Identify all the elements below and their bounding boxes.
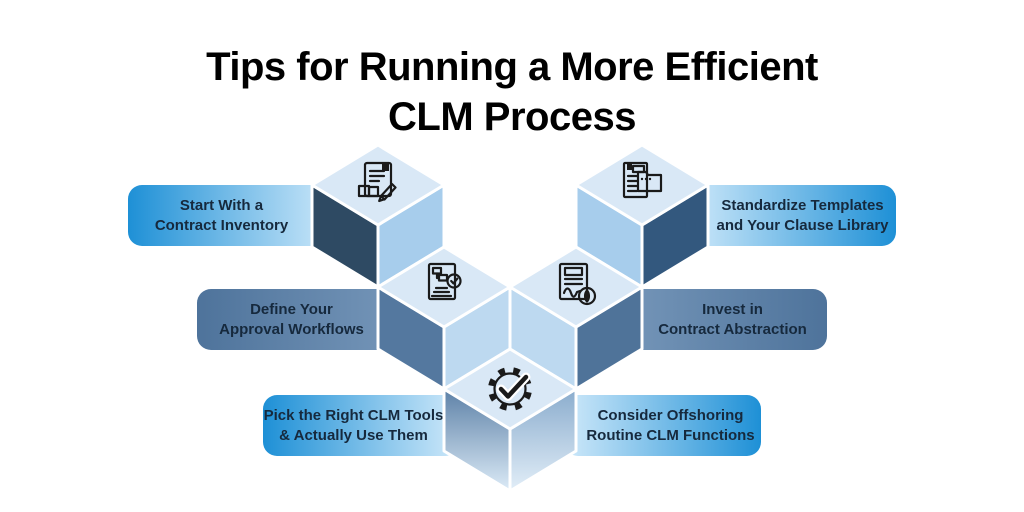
page-title: Tips for Running a More Efficient CLM Pr…	[0, 42, 1024, 142]
contract-document-pen-icon	[357, 161, 397, 203]
banner-contract-inventory-line1: Start With a	[179, 196, 264, 214]
cube-top-right-top-face	[574, 143, 710, 227]
banner-offshoring-line2: Routine CLM Functions	[586, 426, 755, 444]
banner-standardize-templates-line2: and Your Clause Library	[716, 216, 889, 234]
banner-offshoring: Consider Offshoring Routine CLM Function…	[564, 395, 761, 456]
banner-clm-tools: Pick the Right CLM Tools & Actually Use …	[263, 395, 460, 456]
cube-mid-right	[508, 245, 644, 391]
cube-mid-left	[376, 245, 512, 391]
banner-offshoring-line1: Consider Offshoring	[597, 406, 744, 424]
workflow-document-check-icon	[427, 262, 462, 301]
cube-top-right	[574, 143, 710, 289]
document-folder-templates-icon	[622, 161, 663, 199]
banner-standardize-templates: Standardize Templates and Your Clause Li…	[687, 185, 896, 246]
contract-money-icon	[558, 262, 597, 306]
cube-mid-right-top-face	[508, 245, 644, 329]
banner-standardize-templates-line1: Standardize Templates	[721, 196, 884, 214]
page-title-line2: CLM Process	[388, 95, 636, 139]
banner-approval-workflows-line1: Define Your	[250, 300, 333, 318]
banner-contract-abstraction: Invest in Contract Abstraction	[628, 289, 827, 350]
banner-approval-workflows-line2: Approval Workflows	[219, 320, 364, 338]
banner-approval-workflows: Define Your Approval Workflows	[197, 289, 396, 350]
banner-clm-tools-line1: Pick the Right CLM Tools	[263, 406, 444, 424]
banner-clm-tools-line2: & Actually Use Them	[279, 426, 428, 444]
cube-top-left-top-face	[310, 143, 446, 227]
banner-contract-abstraction-line1: Invest in	[702, 300, 763, 318]
page-title-line1: Tips for Running a More Efficient	[206, 45, 818, 89]
cube-top-left	[310, 143, 446, 289]
cube-bottom-center	[442, 347, 578, 493]
banner-contract-inventory-line2: Contract Inventory	[154, 216, 289, 234]
banner-contract-abstraction-line2: Contract Abstraction	[658, 320, 807, 338]
banner-contract-inventory: Start With a Contract Inventory	[128, 185, 337, 246]
